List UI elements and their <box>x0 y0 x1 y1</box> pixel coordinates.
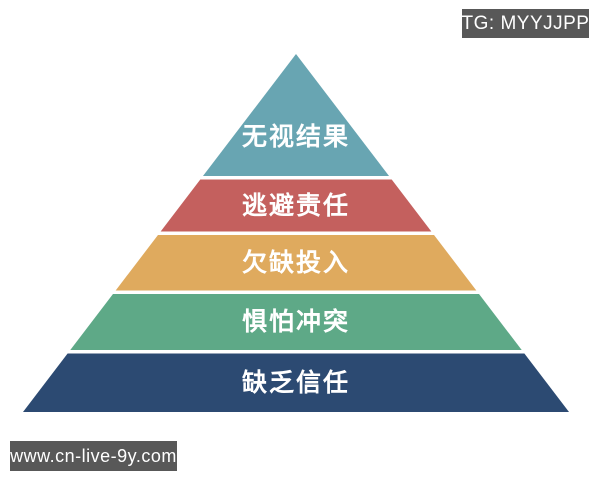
telegram-watermark-badge: TG: MYYJJPP <box>462 9 589 38</box>
pyramid-level-5-label: 缺乏信任 <box>242 368 350 397</box>
pyramid-level-1-label: 无视结果 <box>242 123 350 151</box>
pyramid-level-3-label: 欠缺投入 <box>242 248 350 277</box>
website-watermark-label: www.cn-live-9y.com <box>10 445 177 466</box>
pyramid-level-5 <box>23 353 569 412</box>
telegram-watermark-label: TG: MYYJJPP <box>461 12 590 34</box>
pyramid-level-1 <box>202 54 390 176</box>
website-watermark-badge: www.cn-live-9y.com <box>10 441 177 471</box>
pyramid-level-2-label: 逃避责任 <box>242 191 350 220</box>
pyramid-level-3 <box>115 235 477 291</box>
pyramid-level-4-label: 惧怕冲突 <box>242 307 350 336</box>
pyramid-level-4 <box>70 294 522 350</box>
pyramid-level-2 <box>160 179 432 232</box>
